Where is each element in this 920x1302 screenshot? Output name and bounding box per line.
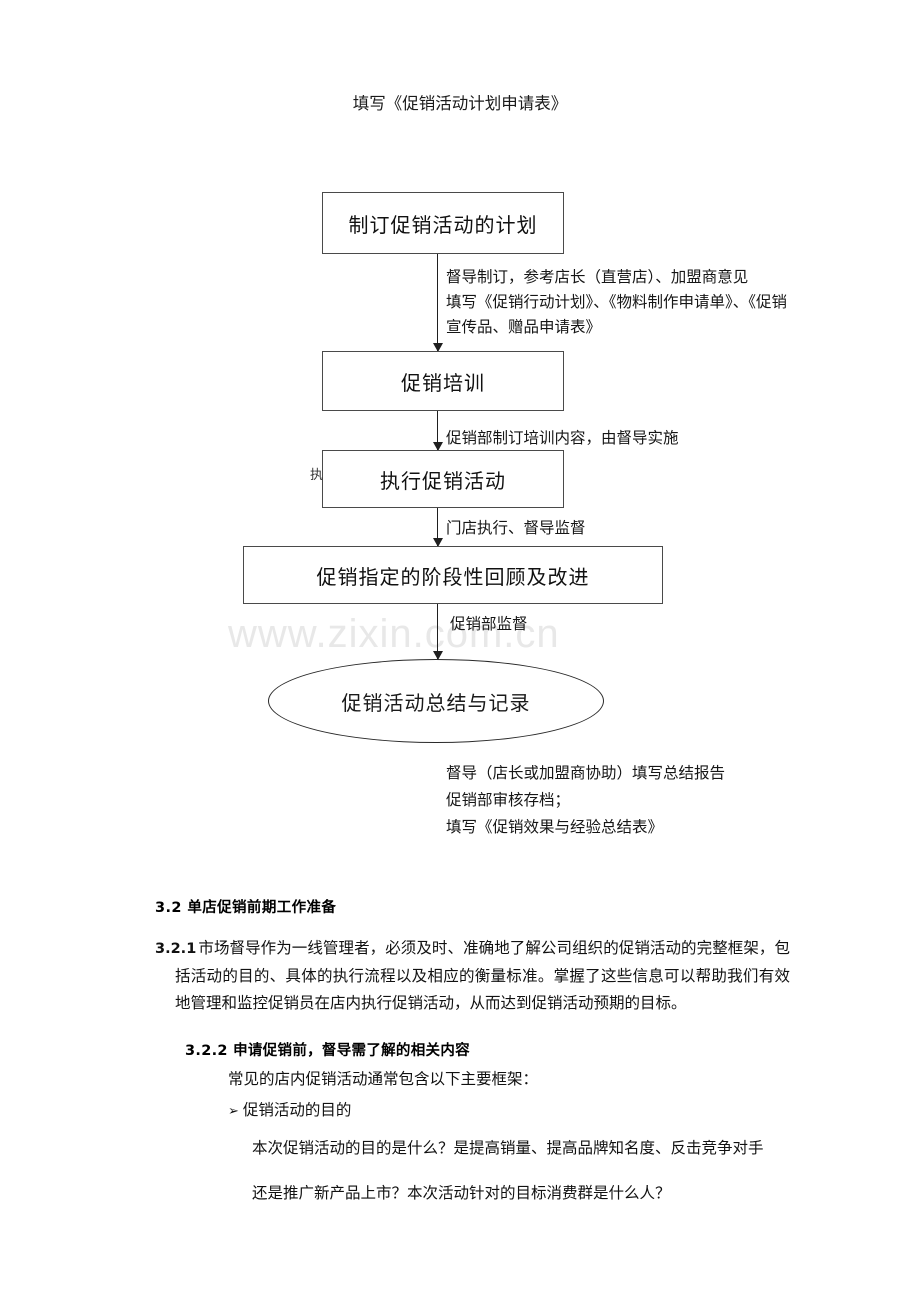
list-item: ➢促销活动的目的 <box>0 1093 920 1125</box>
flowchart-top-label: 填写《促销活动计划申请表》 <box>352 94 568 113</box>
list-item-label: 促销活动的目的 <box>242 1101 352 1119</box>
flow-node-execute: 执行促销活动 <box>322 450 564 508</box>
flow-annotation-4: 促销部监督 <box>450 615 528 633</box>
flow-annotation-1: 督导制订，参考店长（直营店）、加盟商意见 填写《促销行动计划》、《物料制作申请单… <box>446 268 788 336</box>
subsection-intro-text: 常见的店内促销活动通常包含以下主要框架： <box>228 1070 539 1088</box>
flow-arrow-4 <box>432 604 443 660</box>
clipped-glyph-artifact: 执 <box>310 468 324 483</box>
flowchart: 填写《促销活动计划申请表》 制订促销活动的计划 督导制订，参考店长（直营店）、加… <box>243 94 788 836</box>
flow-arrow-2 <box>432 411 443 451</box>
flow-annotation-2: 促销部制订培训内容，由督导实施 <box>446 429 679 447</box>
question-line-2: 还是推广新产品上市？本次活动针对的目标消费群是什么人？ <box>252 1184 671 1202</box>
flow-arrow-3 <box>432 508 443 547</box>
subsection-heading-3-2-2: 3.2.2 申请促销前，督导需了解的相关内容 <box>185 1043 470 1059</box>
flow-node-summary: 促销活动总结与记录 <box>268 659 604 743</box>
flow-arrow-1 <box>432 254 443 352</box>
question-line-1: 本次促销活动的目的是什么？是提高销量、提高品牌知名度、反击竞争对手 <box>252 1139 764 1157</box>
paragraph-number-3-2-1: 3.2.1 <box>155 941 197 957</box>
arrow-bullet-icon: ➢ <box>228 1104 239 1119</box>
flow-annotation-3: 门店执行、督导监督 <box>446 519 586 537</box>
flow-node-review: 促销指定的阶段性回顾及改进 <box>243 546 663 604</box>
flow-node-training: 促销培训 <box>322 351 564 411</box>
section-heading-3-2: 3.2 单店促销前期工作准备 <box>155 900 337 916</box>
flow-annotation-5: 督导（店长或加盟商协助）填写总结报告 促销部审核存档； 填写《促销效果与经验总结… <box>446 764 726 836</box>
paragraph-text-3-2-1: 市场督导作为一线管理者，必须及时、准确地了解公司组织的促销活动的完整框架，包括活… <box>175 939 790 1012</box>
flow-node-plan: 制订促销活动的计划 <box>322 192 564 254</box>
